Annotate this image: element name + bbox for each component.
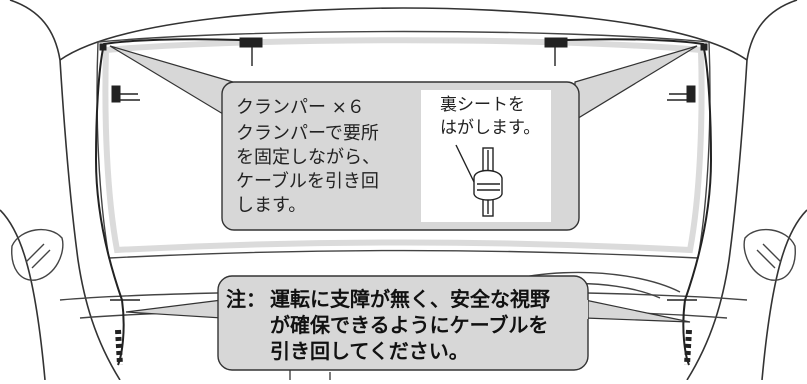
clamper-instruction: クランパーで要所 を固定しながら、 ケーブルを引き回 します。 — [236, 123, 380, 216]
side-mirrors — [11, 228, 796, 281]
clamper-callout — [109, 45, 698, 231]
note-callout — [125, 275, 691, 371]
note-text: 運転に支障が無く、安全な視野 が確保できるようにケーブルを 引き回してください。 — [270, 287, 550, 363]
cable-route — [94, 38, 713, 366]
clampers — [99, 37, 708, 301]
peel-sheet-label: 裏シートを はがします。 — [440, 95, 541, 138]
note-prefix: 注： — [226, 287, 266, 311]
clamper-illustration — [455, 144, 503, 217]
clamper-count-label: クランパー ×６ — [236, 97, 365, 118]
